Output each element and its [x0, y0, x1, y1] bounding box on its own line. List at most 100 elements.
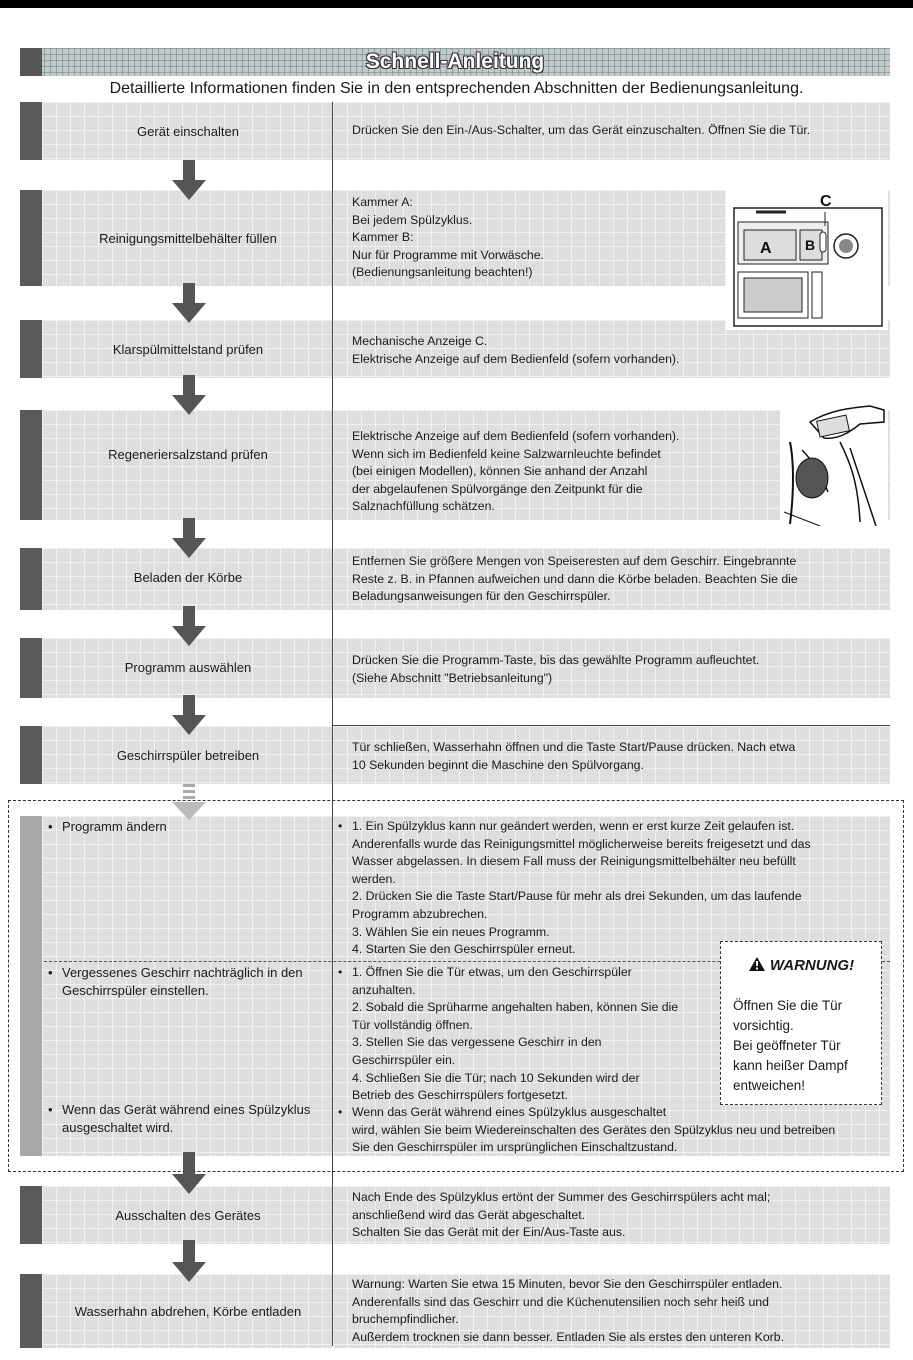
- option-text: • 1. Öffnen Sie die Tür etwas, um den Ge…: [338, 964, 678, 1105]
- step-text: Tür schließen, Wasserhahn öffnen und die…: [352, 739, 795, 774]
- step-text-line: Nur für Programme mit Vorwäsche.: [352, 247, 545, 262]
- option-text-line: werden.: [352, 871, 396, 886]
- step-text-line: Schalten Sie das Gerät mit der Ein/Aus-T…: [352, 1225, 626, 1240]
- option-text-line: wird, wählen Sie beim Wiedereinschalten …: [352, 1122, 836, 1137]
- title-accent: [20, 48, 42, 76]
- step-text-line: (Siehe Abschnitt "Betriebsanleitung"): [352, 670, 553, 685]
- option-text-line: 2. Sobald die Sprüharme angehalten haben…: [352, 1000, 679, 1015]
- options-accent: [20, 816, 42, 1156]
- step-accent: [20, 1274, 42, 1348]
- step-label: Ausschalten des Gerätes: [115, 1207, 261, 1223]
- step-label-box: [42, 102, 332, 160]
- step-text-line: Warnung: Warten Sie etwa 15 Minuten, bev…: [352, 1277, 783, 1291]
- step-label: Reinigungsmittelbehälter füllen: [99, 230, 277, 246]
- step-label: Wasserhahn abdrehen, Körbe entladen: [74, 1303, 302, 1319]
- step-text-line: Kammer B:: [352, 230, 414, 245]
- option-text: • Wenn das Gerät während eines Spülzyklu…: [338, 1104, 835, 1157]
- down-arrow-icon: [172, 606, 206, 646]
- step-text-box: [333, 548, 890, 610]
- step-text-line: Kammer A:: [352, 195, 413, 209]
- dispenser-illustration: A B C: [726, 186, 888, 330]
- option-text-line: Programm abzubrechen.: [352, 906, 488, 921]
- step-text: Warnung: Warten Sie etwa 15 Minuten, bev…: [352, 1276, 784, 1346]
- salt-refill-drawing: [783, 405, 885, 527]
- step-accent: [20, 726, 42, 784]
- step-label-box: [42, 320, 332, 378]
- step-label-box: [42, 638, 332, 698]
- options-divider: [44, 961, 890, 962]
- step-text-line: Nach Ende des Spülzyklus ertönt der Summ…: [352, 1190, 771, 1204]
- step-text-line: Elektrische Anzeige auf dem Bedienfeld (…: [352, 429, 680, 443]
- warning-line: entweichen!: [733, 1078, 806, 1093]
- option-text-line: Geschirrspüler ein.: [352, 1052, 456, 1067]
- step-label-box: [42, 410, 332, 520]
- option-text-line: Wenn das Gerät während eines Spülzyklus …: [352, 1105, 667, 1119]
- option-text-line: 2. Drücken Sie die Taste Start/Pause für…: [352, 889, 802, 904]
- option-text-line: 3. Stellen Sie das vergessene Geschirr i…: [352, 1035, 602, 1050]
- option-text-line: Sie den Geschirrspüler im ursprünglichen…: [352, 1140, 678, 1155]
- option-text-line: 4. Schließen Sie die Tür; nach 10 Sekund…: [352, 1070, 640, 1085]
- option-text-line: Betrieb des Geschirrspülers fortgesetzt.: [352, 1088, 568, 1103]
- step-text-line: (bei einigen Modellen), können Sie anhan…: [352, 464, 648, 479]
- step-label-box: [42, 1274, 332, 1348]
- indicator-c-label: C: [820, 193, 832, 210]
- options-label-box: [42, 816, 332, 1156]
- step-accent: [20, 410, 42, 520]
- option-text-line: 4. Starten Sie den Geschirrspüler erneut…: [352, 942, 576, 957]
- step-text-line: Reste z. B. in Pfannen aufweichen und da…: [352, 571, 798, 586]
- warning-title: WARNUNG!: [721, 956, 881, 974]
- step-text-box: [333, 1274, 890, 1348]
- option-text-line: 1. Öffnen Sie die Tür etwas, um den Gesc…: [352, 965, 632, 979]
- step-text-box: [333, 102, 890, 160]
- step-text-line: Anderenfalls sind das Geschirr und die K…: [352, 1294, 769, 1309]
- option-label-line: Wenn das Gerät während eines Spülzyklus: [62, 1102, 311, 1117]
- option-text-line: anzuhalten.: [352, 982, 416, 997]
- step-text: Drücken Sie die Programm-Taste, bis das …: [352, 652, 759, 687]
- step-text: Kammer A: Bei jedem Spülzyklus. Kammer B…: [352, 194, 544, 282]
- step-label-box: [42, 190, 332, 286]
- warning-triangle-icon: [748, 957, 765, 971]
- step-text-line: Salznachfüllung schätzen.: [352, 499, 495, 514]
- step-text-box: [333, 1186, 890, 1244]
- step-text-line: Entfernen Sie größere Mengen von Speiser…: [352, 554, 797, 568]
- step-text: Elektrische Anzeige auf dem Bedienfeld (…: [352, 428, 679, 516]
- option-text-line: Anderenfalls wurde das Reinigungsmittel …: [352, 836, 811, 851]
- bullet: •: [48, 1102, 53, 1117]
- step-text-line: Elektrische Anzeige auf dem Bedienfeld (…: [352, 351, 680, 366]
- down-arrow-icon: [172, 1152, 206, 1194]
- down-arrow-icon: [172, 283, 206, 323]
- step-text-box: [333, 638, 890, 698]
- step-text-box: [333, 726, 890, 784]
- bullet: •: [338, 1105, 343, 1119]
- title-banner: Schnell-Anleitung: [20, 48, 890, 76]
- option-label-line: Programm ändern: [62, 819, 167, 834]
- page-title: Schnell-Anleitung: [365, 50, 545, 73]
- step-accent: [20, 102, 42, 160]
- down-arrow-icon: [172, 518, 206, 558]
- step-text: Drücken Sie den Ein-/Aus-Schalter, um da…: [352, 122, 810, 140]
- warning-line: vorsichtig.: [733, 1018, 794, 1033]
- step-accent: [20, 1186, 42, 1244]
- step-accent: [20, 190, 42, 286]
- warning-box: WARNUNG! Öffnen Sie die Tür vorsichtig. …: [720, 941, 882, 1105]
- step-text-line: Beladungsanweisungen für den Geschirrspü…: [352, 589, 611, 604]
- step-text: Mechanische Anzeige C. Elektrische Anzei…: [352, 333, 679, 368]
- warning-title-text: WARNUNG!: [769, 957, 855, 974]
- options-section: [8, 800, 904, 1172]
- step-text-line: 10 Sekunden beginnt die Maschine den Spü…: [352, 757, 644, 772]
- option-text: • 1. Ein Spülzyklus kann nur geändert we…: [338, 818, 811, 959]
- step-text-line: Wenn sich im Bedienfeld keine Salzwarnle…: [352, 446, 661, 461]
- down-arrow-icon: [172, 375, 206, 415]
- step-label: Programm auswählen: [124, 659, 252, 675]
- step-accent: [20, 548, 42, 610]
- step-text-line: Drücken Sie die Programm-Taste, bis das …: [352, 653, 760, 667]
- step-label-box: [42, 726, 332, 784]
- dispenser-drawing: A B C: [733, 193, 883, 327]
- down-arrow-icon: [172, 1240, 206, 1282]
- bullet: •: [338, 819, 343, 833]
- bullet: •: [338, 965, 343, 979]
- option-text-line: 1. Ein Spülzyklus kann nur geändert werd…: [352, 819, 795, 833]
- bullet: •: [48, 965, 53, 980]
- step-text-line: (Bedienungsanleitung beachten!): [352, 265, 533, 280]
- option-label-line: Vergessenes Geschirr nachträglich in den: [62, 965, 303, 980]
